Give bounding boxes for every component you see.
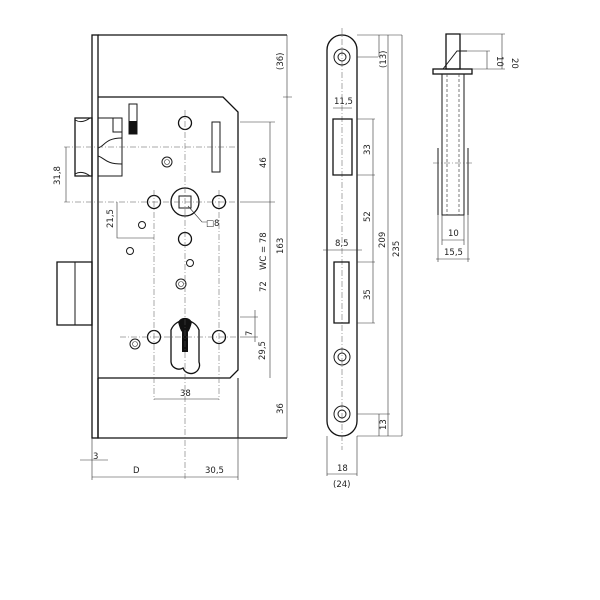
bolt-shaft [441, 74, 465, 216]
dim-D: D [133, 466, 140, 476]
dim-209: 209 [378, 232, 388, 248]
bolt-view: 20 10 10 15,5 [432, 33, 519, 262]
dim-top-offset: (36) [276, 53, 286, 70]
dim-35: 35 [363, 289, 373, 300]
dim-11-5: 11,5 [334, 97, 353, 107]
dim-10-inner: 10 [448, 229, 459, 239]
dim-13-top: (13) [379, 51, 389, 68]
forend-view: (13) 11,5 33 52 8,5 35 209 235 13 18 (24… [323, 28, 403, 490]
dim-30-5: 30,5 [205, 466, 224, 476]
dim-7: 7 [245, 331, 255, 336]
dim-latch-height: 31,8 [53, 166, 63, 185]
dim-38: 38 [180, 389, 191, 399]
dim-72: 72 [259, 281, 269, 292]
dim-20: 20 [509, 58, 519, 69]
dim-36: 36 [276, 403, 286, 414]
dim-235: 235 [392, 241, 402, 257]
bolt-opening [333, 261, 350, 324]
dim-29-5: 29,5 [258, 341, 268, 360]
dim-8-5: 8,5 [335, 239, 349, 249]
dim-13-bottom: 13 [379, 419, 389, 430]
forend-profile [326, 34, 358, 437]
lock-case [98, 96, 239, 379]
dim-15-5: 15,5 [444, 248, 463, 258]
dim-21-5: 21,5 [106, 209, 116, 228]
spindle-square-label: □8 [206, 219, 219, 229]
rivets [129, 156, 187, 350]
latch-opening [332, 118, 353, 176]
dim-24: (24) [333, 480, 350, 490]
dim-18: 18 [337, 464, 348, 474]
bolt-flange [432, 68, 473, 75]
dim-163: 163 [276, 238, 286, 254]
front-view: □8 (36) 31,8 46 WC = 78 72 163 21,5 7 29… [53, 34, 292, 480]
case-bottom [97, 378, 287, 439]
dim-10-top: 10 [494, 56, 504, 67]
dim-wc: WC = 78 [259, 232, 269, 270]
dim-46: 46 [259, 157, 269, 168]
dim-33: 33 [363, 144, 373, 155]
forend-plate [91, 34, 99, 439]
screw-holes [126, 115, 227, 345]
dim-52: 52 [363, 211, 373, 222]
dim-3: 3 [93, 452, 98, 462]
deadbolt [56, 261, 93, 326]
latch-bolt [74, 117, 93, 177]
